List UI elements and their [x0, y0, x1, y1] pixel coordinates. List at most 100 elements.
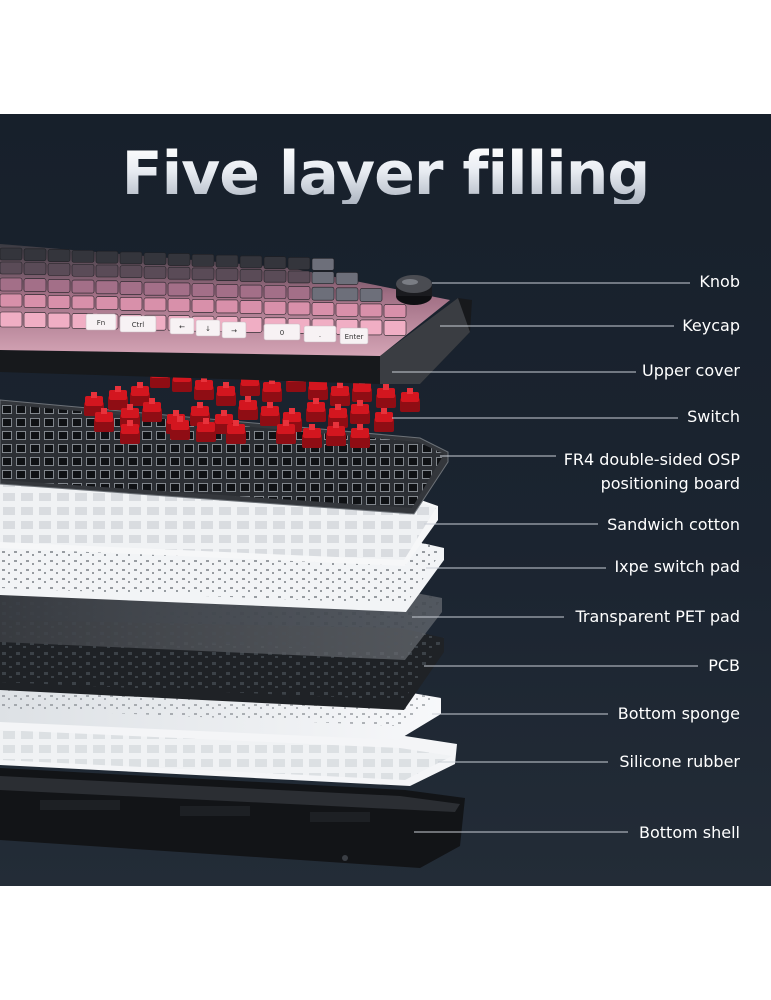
keycap — [287, 286, 311, 300]
switch — [194, 376, 214, 400]
label-pcb: PCB — [708, 656, 740, 675]
switch — [190, 402, 210, 426]
switch — [350, 424, 370, 448]
keycap — [0, 293, 23, 308]
keycap-legend-key — [303, 325, 337, 343]
keycap — [215, 254, 239, 268]
label-switch: Switch — [687, 407, 740, 426]
keycap — [95, 264, 119, 278]
keycap — [47, 263, 71, 276]
label-ixpe-switch-pad: Ixpe switch pad — [614, 557, 740, 576]
switch — [306, 398, 326, 422]
keycap-legend: ↓ — [205, 325, 211, 333]
keycap-legend: . — [319, 331, 321, 339]
switch — [376, 384, 396, 408]
keycap — [311, 257, 335, 271]
keycap-legend: Ctrl — [132, 321, 145, 329]
keycap — [23, 248, 47, 262]
upper-cover — [0, 298, 472, 384]
keycap — [239, 284, 263, 299]
page-title: Five layer filling — [0, 144, 771, 204]
switch — [120, 420, 140, 444]
switch — [196, 418, 216, 442]
keycap — [23, 262, 47, 276]
keycap — [287, 257, 311, 270]
switch — [170, 416, 190, 440]
keycap — [47, 249, 71, 262]
keycap-legend-key — [119, 315, 157, 333]
switch — [262, 378, 282, 402]
keycap — [311, 286, 335, 301]
keycap — [239, 300, 263, 314]
keycap-legend-key — [85, 313, 117, 331]
keycap — [119, 296, 143, 311]
keycap-legend-key — [221, 321, 247, 339]
switch — [350, 400, 370, 424]
keycap — [359, 288, 383, 302]
keycap — [23, 278, 47, 293]
keycap — [0, 247, 23, 261]
switch — [302, 424, 322, 448]
keycap — [335, 287, 359, 302]
keycap — [263, 256, 287, 270]
switch — [374, 408, 394, 432]
switch — [142, 398, 162, 422]
keycap — [287, 301, 311, 316]
label-transparent-pet-pad: Transparent PET pad — [575, 607, 740, 626]
keycap-legend-key — [263, 323, 301, 341]
switch — [226, 420, 246, 444]
keycap — [167, 282, 191, 297]
switch — [94, 408, 114, 432]
keycap — [71, 263, 95, 277]
product-panel: Five layer filling — [0, 114, 771, 886]
keycap — [95, 250, 119, 264]
leader-lines — [392, 282, 698, 833]
keycap — [167, 253, 191, 266]
keycap — [215, 268, 239, 282]
keycap — [263, 285, 287, 300]
label-knob: Knob — [699, 272, 740, 291]
keycap — [215, 299, 239, 314]
keycap — [167, 266, 191, 280]
keycap — [335, 302, 359, 317]
switch — [276, 420, 296, 444]
keycap — [263, 269, 287, 283]
keycap — [263, 300, 287, 315]
keycap — [95, 296, 119, 310]
keycap — [143, 297, 167, 312]
switch — [108, 386, 128, 410]
keycap-legend: Fn — [97, 319, 105, 327]
keycap — [335, 272, 359, 285]
keycap — [191, 283, 215, 297]
label-bottom-shell: Bottom shell — [639, 823, 740, 842]
switch-cluster — [84, 364, 420, 448]
keycap — [47, 279, 71, 293]
keycap — [0, 261, 23, 275]
label-bottom-sponge: Bottom sponge — [617, 704, 740, 723]
label-sandwich-cotton: Sandwich cotton — [607, 515, 740, 534]
label-silicone-rubber: Silicone rubber — [619, 752, 740, 771]
keycap — [119, 265, 143, 279]
keycap-legend: → — [231, 327, 237, 335]
switch — [238, 396, 258, 420]
keycap — [311, 302, 335, 316]
keycap — [143, 281, 167, 296]
keycap — [71, 295, 95, 310]
bottom-shell — [0, 768, 465, 868]
label-keycap: Keycap — [682, 316, 740, 335]
keycap — [0, 311, 23, 328]
switch — [214, 410, 234, 434]
keycap — [215, 284, 239, 298]
keycap-legend-key — [169, 317, 195, 335]
keycap — [311, 271, 335, 285]
keycap — [287, 270, 311, 284]
keycap — [95, 280, 119, 295]
keycap — [359, 303, 383, 318]
switch — [326, 422, 346, 446]
keycap — [143, 266, 167, 279]
keycap-legend: ← — [179, 323, 185, 331]
keycap — [191, 254, 215, 267]
keycap — [47, 295, 71, 309]
